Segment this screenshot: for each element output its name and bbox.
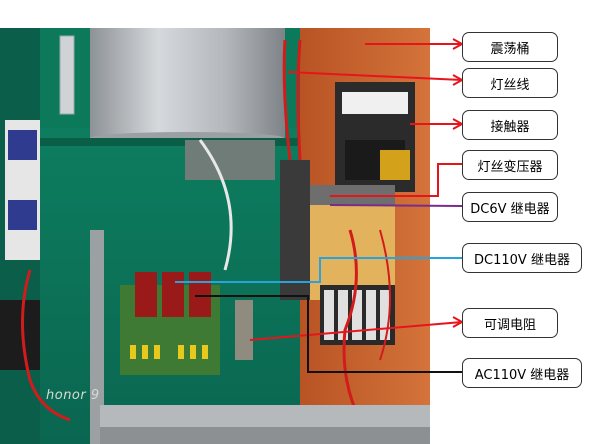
label-filament-transformer: 灯丝变压器 xyxy=(462,150,558,180)
callout-line-filament-transformer xyxy=(330,163,462,197)
label-dc6v-relay: DC6V 继电器 xyxy=(462,192,558,222)
callout-line-dc6v-relay xyxy=(329,204,463,207)
callout-line-adjustable-resistor xyxy=(249,321,463,341)
photo xyxy=(0,28,430,444)
callout-line-filament-wire xyxy=(287,71,463,81)
callout-line-ac110v-relay xyxy=(195,295,462,373)
label-adjustable-resistor: 可调电阻 xyxy=(462,308,558,338)
label-filament-wire: 灯丝线 xyxy=(462,68,558,98)
label-ac110v-relay: AC110V 继电器 xyxy=(462,358,582,388)
callout-line-dc110v-relay xyxy=(175,257,462,283)
label-oscillation-tank: 震荡桶 xyxy=(462,32,558,62)
label-contactor: 接触器 xyxy=(462,110,558,140)
label-dc110v-relay: DC110V 继电器 xyxy=(462,243,582,273)
callout-lines xyxy=(175,38,465,373)
camera-watermark: honor 9 xyxy=(46,388,100,403)
